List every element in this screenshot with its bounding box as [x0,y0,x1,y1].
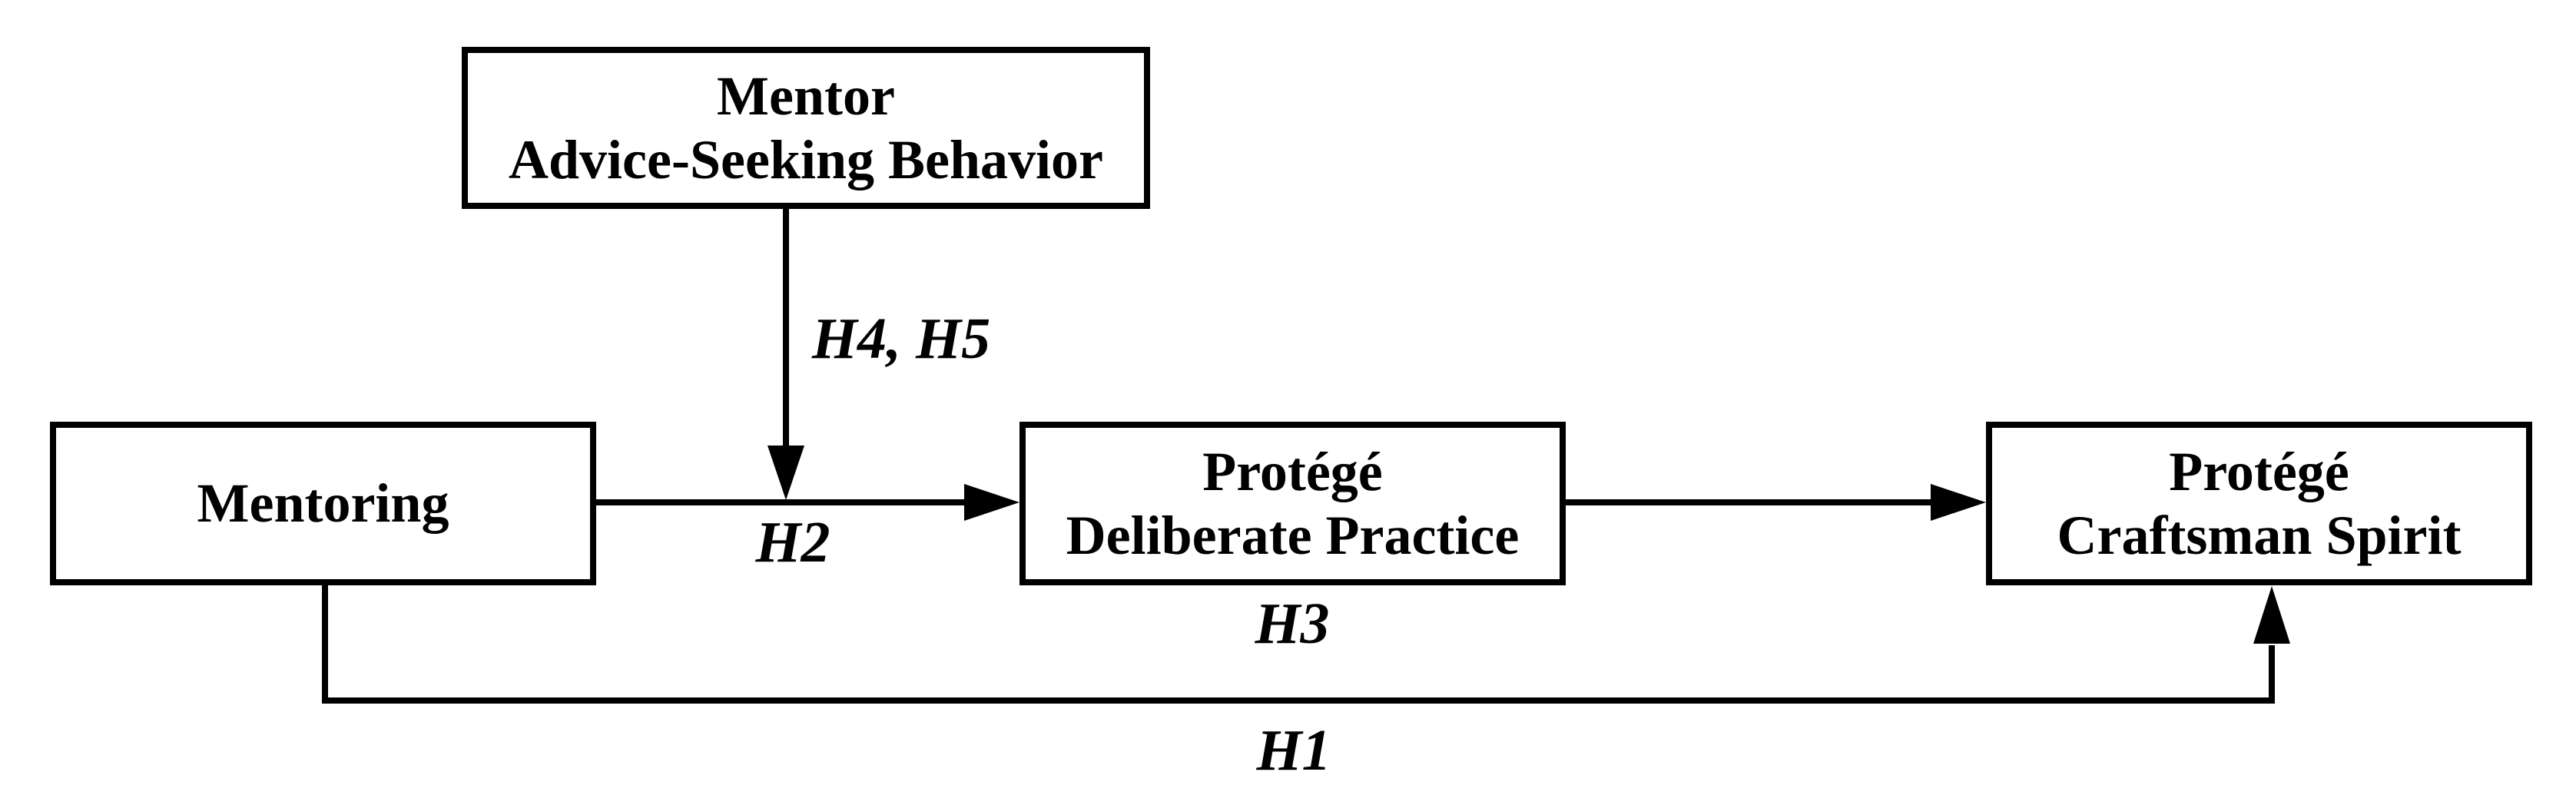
node-label-line: Mentor [717,65,895,128]
node-label-line: Craftsman Spirit [2057,504,2462,566]
node-mentoring: Mentoring [50,422,596,585]
edge-label-h2: H2 [755,510,830,575]
edge-label-h4-h5: H4, H5 [811,306,991,371]
h3-arrowhead [1931,484,1986,521]
edge-h3-arrow [1563,484,1986,521]
h4-h5-arrowhead [767,446,804,500]
node-label-line: Advice-Seeking Behavior [509,128,1103,190]
node-protege-deliberate-practice: Protégé Deliberate Practice [1019,422,1566,585]
node-label-line: Mentoring [197,472,449,535]
edge-label-h3: H3 [1255,591,1330,656]
edge-h2-arrow [594,484,1019,521]
h2-arrowhead [964,484,1019,521]
node-label-line: Deliberate Practice [1066,504,1520,566]
edge-h4-h5-arrow [767,207,804,500]
node-mentor-advice-seeking-behavior: Mentor Advice-Seeking Behavior [462,47,1150,209]
h1-arrowhead [2253,586,2290,644]
edge-label-h1: H1 [1256,718,1331,783]
node-protege-craftsman-spirit: Protégé Craftsman Spirit [1986,422,2532,585]
edge-h1-arrow [322,581,2290,704]
node-label-line: Protégé [1202,441,1383,503]
h1-path [322,581,2275,704]
node-label-line: Protégé [2169,441,2349,503]
